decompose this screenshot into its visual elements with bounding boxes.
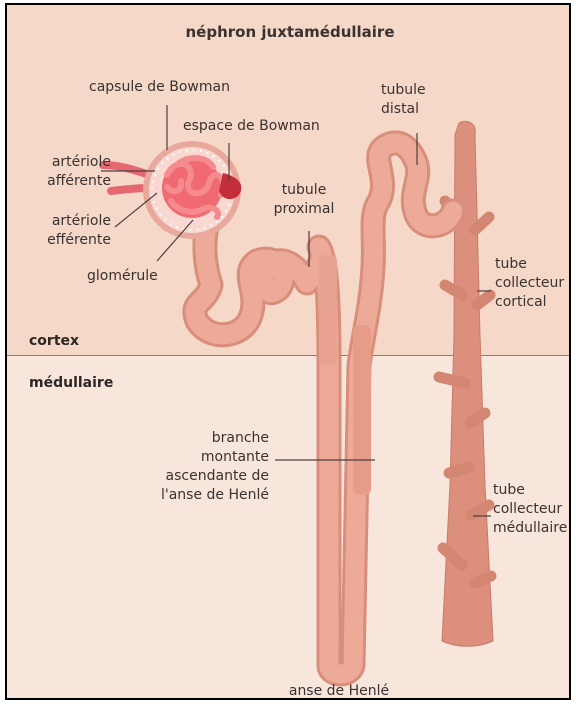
label-loop-of-henle: anse de Henlé (269, 682, 409, 700)
thick-ascending-limb (353, 325, 371, 495)
zone-label-cortex: cortex (29, 333, 79, 349)
label-medullary-collecting-duct: tube collecteur médullaire (493, 481, 571, 538)
nephron-diagram (7, 5, 571, 700)
proximal-straight-segment (319, 255, 337, 365)
tubule-path-fill (195, 143, 453, 674)
label-efferent-arteriole: artériole efférente (25, 212, 111, 250)
label-afferent-arteriole: artériole afférente (25, 153, 111, 191)
zone-label-medulla: médullaire (29, 375, 113, 391)
label-ascending-limb: branche montante ascendante de l'anse de… (157, 429, 269, 505)
label-proximal-tubule: tubule proximal (269, 181, 339, 219)
label-bowman-space: espace de Bowman (183, 117, 320, 136)
glomerulus (162, 158, 223, 218)
diagram-frame: néphron juxtamédullaire cortex médullair… (5, 3, 571, 700)
label-distal-tubule: tubule distal (381, 81, 441, 119)
nephron-tubule (195, 143, 453, 674)
diagram-title: néphron juxtamédullaire (7, 23, 571, 41)
label-bowman-capsule: capsule de Bowman (89, 78, 230, 97)
label-glomerulus: glomérule (87, 267, 158, 286)
label-cortical-collecting-duct: tube collecteur cortical (495, 255, 571, 312)
